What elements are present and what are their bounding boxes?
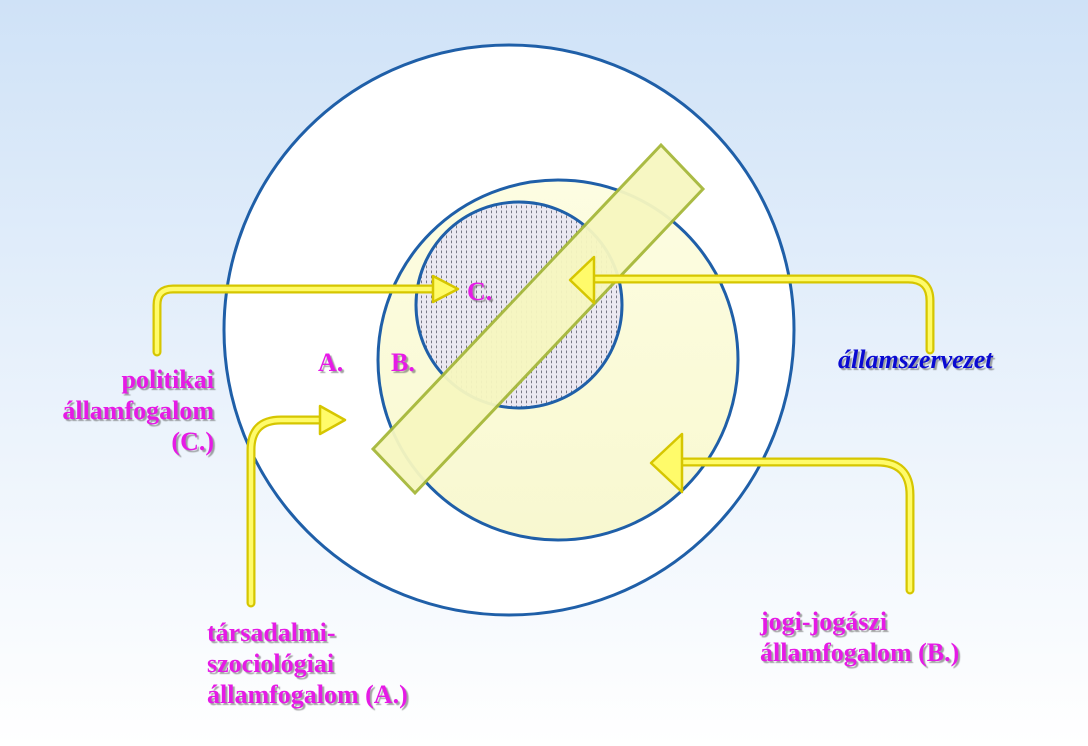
arrow-tarsadalmi [246, 404, 347, 608]
arrow-allamszervezet [568, 255, 935, 355]
label-politikai-allamfogalom: politikai államfogalom (C.) [62, 364, 214, 457]
label-politikai-line-2: államfogalom [62, 396, 214, 425]
arrow-politikai [152, 274, 460, 357]
marker-c: C. [467, 277, 493, 306]
label-allamszervezet: államszervezet [838, 345, 993, 374]
label-tarsadalmi-line-3: államfogalom (A.) [207, 680, 408, 709]
marker-b: B. [391, 348, 415, 377]
arrow-jogi [649, 432, 915, 595]
label-tarsadalmi-line-1: társadalmi- [207, 618, 336, 647]
label-jogi-line-1: jogi-jogászi [760, 607, 888, 636]
label-tarsadalmi-szociologiai-allamfogalom: társadalmi- szociológiai államfogalom (A… [207, 617, 408, 710]
label-tarsadalmi-line-2: szociológiai [207, 649, 335, 678]
label-jogi-line-2: államfogalom (B.) [760, 638, 960, 667]
marker-a: A. [318, 348, 344, 377]
label-politikai-line-3: (C.) [171, 427, 214, 456]
label-jogi-jogaszi-allamfogalom: jogi-jogászi államfogalom (B.) [760, 606, 959, 668]
label-politikai-line-1: politikai [121, 365, 214, 394]
state-organization-bar [370, 142, 706, 496]
